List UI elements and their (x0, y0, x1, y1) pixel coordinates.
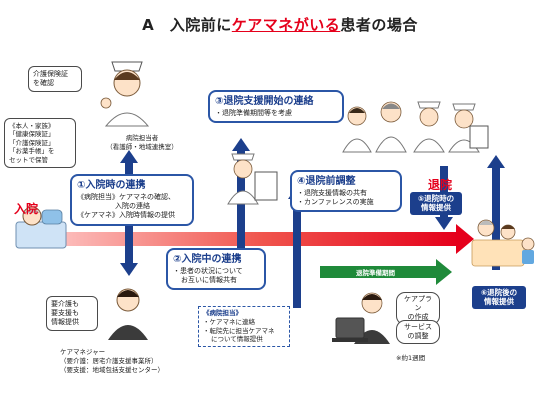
transfer-note-title: 《病院担当》 (203, 309, 242, 317)
step2-panel: ②入院中の連携 ・患者の状況について お互いに情報共有 (166, 248, 266, 291)
step4-line: ・カンファレンスの実施 (297, 197, 374, 206)
step6-badge: ⑥退院後の 情報提供 (472, 286, 526, 309)
family-illustration (471, 219, 535, 267)
step1-line: 《病院担当》ケアマネの確認、 (77, 192, 175, 201)
step2-line: ・患者の状況について (173, 266, 243, 275)
bubble-line: を確認 (33, 79, 54, 88)
bubble-line: 《本人・家族》 (9, 122, 55, 130)
step6-line: ⑥退院後の (480, 288, 518, 297)
caremanager-cards-bubble: 要介護も 要支援も 情報提供 (46, 296, 98, 332)
caption-line: （要支援：地域包括支援センター） (60, 365, 164, 374)
step3-panel: ③退院支援開始の連絡 ・退院準備期間等を考慮 (208, 90, 344, 123)
laptop-user-illustration (332, 292, 390, 344)
nurse-with-document-illustration (227, 153, 278, 205)
pill-line: の調整 (407, 332, 429, 341)
patient-illustration (15, 206, 67, 249)
transfer-note-line: ・ケアマネに連絡 (203, 317, 255, 326)
caption-line: 病院担当者 (125, 134, 159, 142)
step2-line: お互いに情報共有 (181, 275, 237, 284)
hospital-staff-caption: 病院担当者 （看護師・地域連携室） (92, 134, 192, 152)
pill-line: ケアプラン (404, 295, 432, 313)
step5-line: 情報提供 (421, 203, 451, 213)
care-plan-pill: ケアプラン の作成 (396, 292, 440, 326)
bubble-line: 「お薬手帳」を (9, 147, 55, 156)
prep-period-arrow (320, 259, 452, 285)
insurance-check-bubble: 介護保険証 を確認 (28, 66, 82, 93)
footnote: ※約1週間 (396, 354, 426, 362)
caption-line: （看護師・地域連携室） (106, 142, 178, 151)
bubble-line: 介護保険証 (33, 70, 68, 78)
title-suffix: 患者の場合 (340, 16, 418, 34)
step5-line: ⑤退院時の (417, 194, 455, 203)
bubble-line: 要支援も (51, 309, 79, 318)
title-highlight: ケアマネがいる (231, 16, 341, 34)
bubble-line: 「健康保険証」 (9, 130, 55, 139)
step5-badge: ⑤退院時の 情報提供 (410, 192, 462, 215)
family-items-bubble: 《本人・家族》 「健康保険証」 「介護保険証」 「お薬手帳」を セットで保管 (4, 118, 76, 169)
caption-line: （要介護：居宅介護支援事業所） (60, 356, 158, 365)
care-manager-illustration (108, 288, 148, 340)
pill-line: サービス (404, 323, 432, 331)
step2-title: ②入院中の連携 (173, 254, 242, 265)
service-adjust-pill: サービス の調整 (396, 320, 440, 345)
transfer-note-box: 《病院担当》 ・ケアマネに連絡 ・転院先に担当ケアマネ について情報提供 (198, 306, 290, 348)
hospital-nurse-illustration (100, 61, 150, 127)
prep-period-label: 退院準備期間 (356, 269, 395, 277)
caption-line: ケアマネジャー (60, 348, 106, 356)
transfer-note-line: ・転院先に担当ケアマネ (203, 326, 275, 335)
bubble-line: 要介護も (51, 300, 79, 308)
pill-line: の作成 (407, 313, 429, 322)
step4-panel: ④退院前調整 ・退院支援情報の共有 ・カンファレンスの実施 (290, 170, 402, 213)
discharge-label: 退院 (428, 178, 453, 192)
bubble-line: セットで保管 (9, 155, 48, 164)
step1-title: ①入院時の連携 (77, 180, 146, 191)
transfer-note-line: について情報提供 (211, 335, 263, 344)
bubble-line: 「介護保険証」 (9, 138, 55, 147)
step1-line: 入院の連絡 (115, 201, 150, 210)
step4-line: ・退院支援情報の共有 (297, 188, 367, 197)
title-prefix: A 入院前に (142, 16, 232, 34)
step1-line: 《ケアマネ》入院時情報の提供 (77, 211, 175, 220)
admission-label: 入院 (14, 202, 39, 216)
step1-panel: ①入院時の連携 《病院担当》ケアマネの確認、 入院の連絡 《ケアマネ》入院時情報… (70, 174, 194, 226)
bubble-line: 情報提供 (51, 318, 79, 327)
page-title: A 入院前にケアマネがいる患者の場合 (0, 14, 560, 35)
step6-line: 情報提供 (484, 297, 514, 307)
step4-title: ④退院前調整 (297, 176, 356, 187)
staff-group-illustration (342, 101, 489, 153)
step3-line: ・退院準備期間等を考慮 (215, 108, 292, 117)
care-manager-caption: ケアマネジャー （要介護：居宅介護支援事業所） （要支援：地域包括支援センター） (60, 348, 200, 374)
step3-title: ③退院支援開始の連絡 (215, 96, 314, 107)
